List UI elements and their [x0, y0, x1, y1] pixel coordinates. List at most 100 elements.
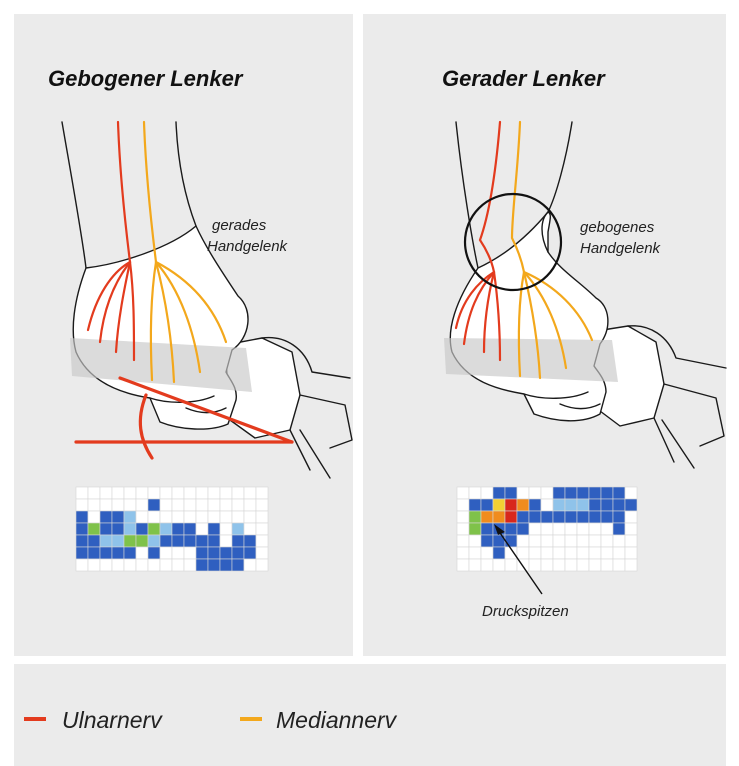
- heatmap-cell: [172, 535, 184, 547]
- heatmap-cell: [493, 511, 505, 523]
- heatmap-cell: [613, 523, 625, 535]
- heatmap-cell: [553, 559, 565, 571]
- heatmap-cell: [577, 535, 589, 547]
- heatmap-cell: [529, 547, 541, 559]
- heatmap-cell: [256, 535, 268, 547]
- heatmap-cell: [601, 487, 613, 499]
- left-hand-illustration: [62, 122, 352, 478]
- heatmap-cell: [469, 523, 481, 535]
- heatmap-cell: [148, 535, 160, 547]
- heatmap-cell: [100, 511, 112, 523]
- heatmap-cell: [76, 511, 88, 523]
- heatmap-cell: [625, 487, 637, 499]
- heatmap-cell: [505, 487, 517, 499]
- heatmap-cell: [208, 535, 220, 547]
- pressure-peak-label: Druckspitzen: [482, 603, 569, 620]
- heatmap-cell: [184, 535, 196, 547]
- heatmap-cell: [244, 547, 256, 559]
- heatmap-cell: [625, 535, 637, 547]
- heatmap-cell: [529, 499, 541, 511]
- heatmap-cell: [529, 523, 541, 535]
- heatmap-cell: [160, 559, 172, 571]
- heatmap-cell: [577, 559, 589, 571]
- heatmap-cell: [505, 499, 517, 511]
- heatmap-cell: [457, 487, 469, 499]
- heatmap-cell: [244, 511, 256, 523]
- left-cables: [290, 430, 330, 478]
- heatmap-cell: [505, 511, 517, 523]
- heatmap-cell: [505, 535, 517, 547]
- heatmap-cell: [541, 535, 553, 547]
- heatmap-cell: [565, 499, 577, 511]
- heatmap-cell: [88, 559, 100, 571]
- heatmap-cell: [256, 511, 268, 523]
- heatmap-cell: [184, 559, 196, 571]
- heatmap-cell: [76, 487, 88, 499]
- heatmap-cell: [220, 535, 232, 547]
- heatmap-cell: [457, 523, 469, 535]
- heatmap-cell: [244, 523, 256, 535]
- heatmap-cell: [541, 499, 553, 511]
- heatmap-cell: [124, 559, 136, 571]
- heatmap-cell: [565, 487, 577, 499]
- heatmap-cell: [208, 511, 220, 523]
- heatmap-cell: [208, 523, 220, 535]
- heatmap-cell: [601, 535, 613, 547]
- heatmap-cell: [112, 499, 124, 511]
- heatmap-cell: [517, 535, 529, 547]
- heatmap-cell: [529, 511, 541, 523]
- heatmap-cell: [148, 523, 160, 535]
- heatmap-cell: [613, 499, 625, 511]
- heatmap-cell: [172, 559, 184, 571]
- heatmap-cell: [88, 487, 100, 499]
- heatmap-cell: [160, 511, 172, 523]
- heatmap-cell: [469, 559, 481, 571]
- heatmap-cell: [517, 547, 529, 559]
- heatmap-cell: [505, 523, 517, 535]
- heatmap-cell: [148, 511, 160, 523]
- heatmap-cell: [220, 523, 232, 535]
- heatmap-cell: [88, 499, 100, 511]
- heatmap-cell: [529, 559, 541, 571]
- heatmap-cell: [184, 523, 196, 535]
- heatmap-cell: [100, 547, 112, 559]
- heatmap-cell: [577, 547, 589, 559]
- median-legend-label: Mediannerv: [276, 707, 398, 733]
- right-pressure-heatmap: [457, 487, 637, 571]
- heatmap-cell: [553, 523, 565, 535]
- heatmap-cell: [220, 487, 232, 499]
- heatmap-cell: [577, 487, 589, 499]
- heatmap-cell: [613, 511, 625, 523]
- heatmap-cell: [577, 523, 589, 535]
- right-panel-title: Gerader Lenker: [442, 66, 606, 91]
- heatmap-cell: [613, 559, 625, 571]
- heatmap-cell: [124, 499, 136, 511]
- heatmap-cell: [160, 535, 172, 547]
- heatmap-cell: [232, 535, 244, 547]
- heatmap-cell: [565, 547, 577, 559]
- heatmap-cell: [124, 535, 136, 547]
- heatmap-cell: [196, 511, 208, 523]
- heatmap-cell: [481, 487, 493, 499]
- heatmap-cell: [481, 499, 493, 511]
- left-lever-outline: [300, 395, 352, 448]
- heatmap-cell: [76, 523, 88, 535]
- heatmap-cell: [76, 535, 88, 547]
- heatmap-cell: [208, 559, 220, 571]
- heatmap-cell: [136, 499, 148, 511]
- heatmap-cell: [88, 547, 100, 559]
- heatmap-cell: [625, 559, 637, 571]
- left-wrist-note-line2: Handgelenk: [207, 238, 289, 255]
- right-forearm-outline-left: [456, 122, 478, 268]
- heatmap-cell: [124, 547, 136, 559]
- heatmap-cell: [577, 499, 589, 511]
- heatmap-cell: [457, 535, 469, 547]
- heatmap-cell: [457, 499, 469, 511]
- heatmap-cell: [517, 487, 529, 499]
- right-forearm-outline-right: [548, 122, 572, 212]
- heatmap-cell: [256, 487, 268, 499]
- heatmap-cell: [625, 499, 637, 511]
- left-panel-title: Gebogener Lenker: [48, 66, 244, 91]
- heatmap-cell: [517, 499, 529, 511]
